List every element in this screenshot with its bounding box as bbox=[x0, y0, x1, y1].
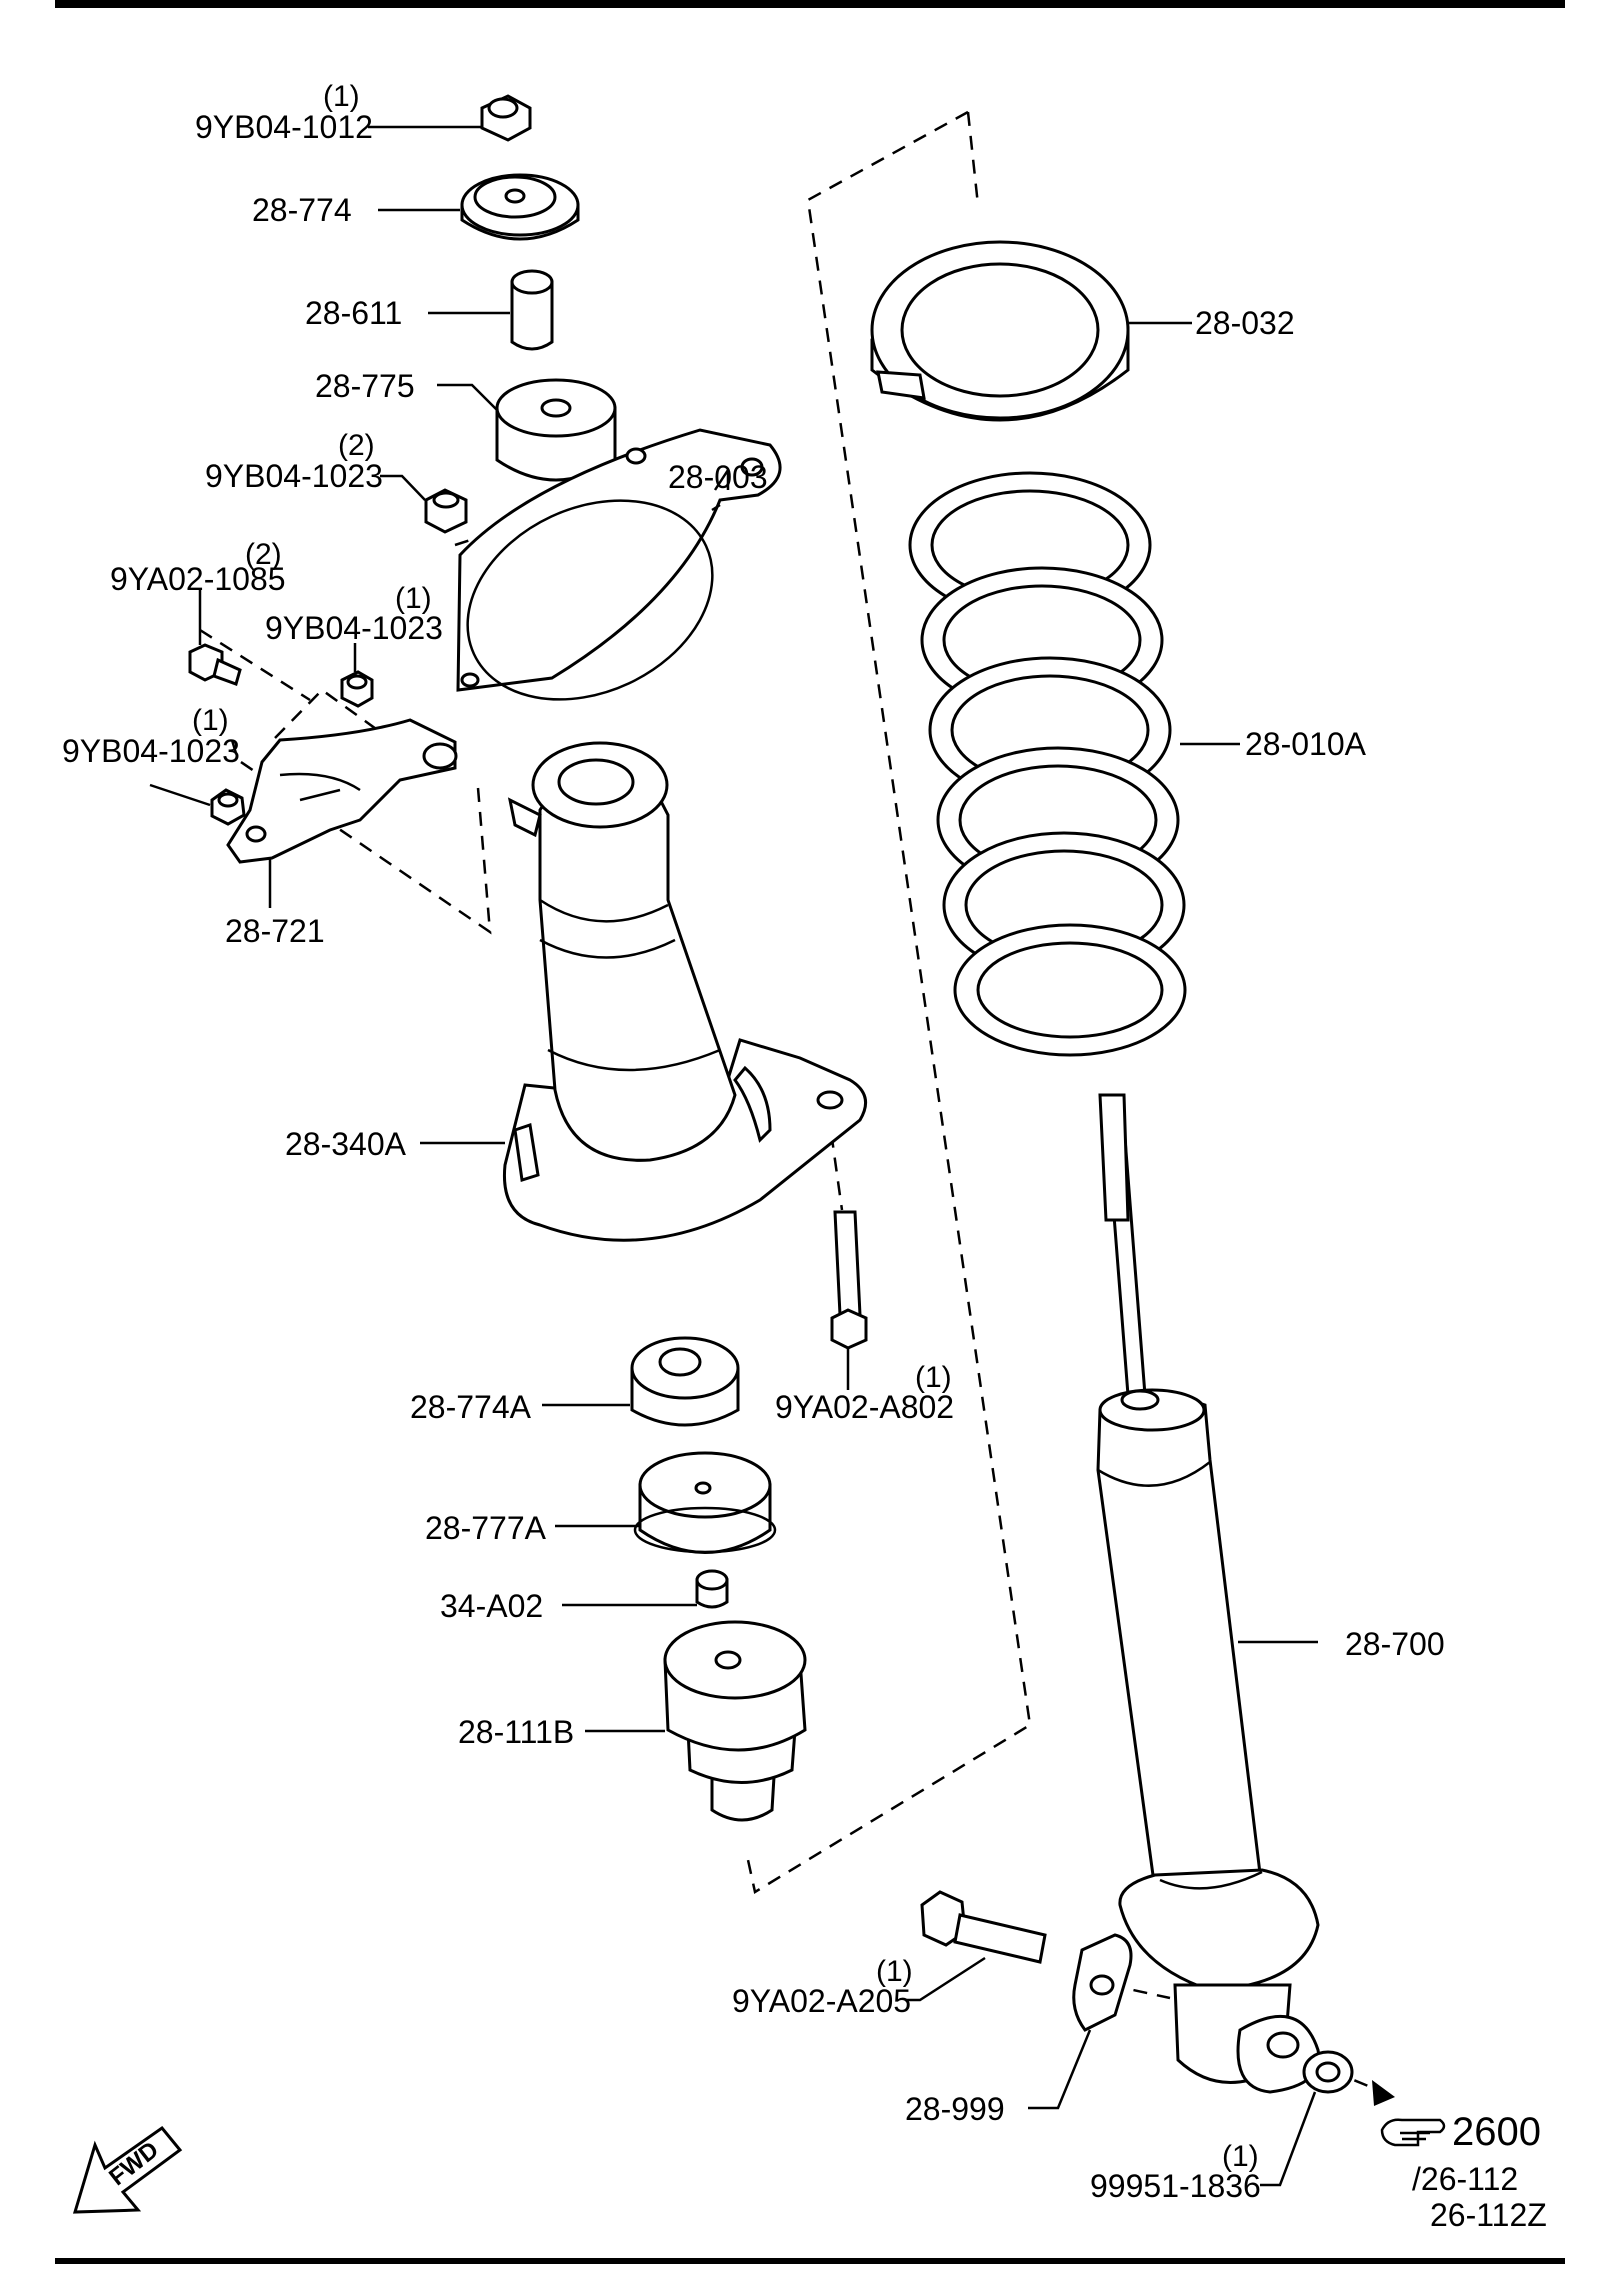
spacer-part bbox=[510, 269, 554, 351]
qty-nut-mount: (2) bbox=[338, 429, 375, 462]
label-small-bushing: 34-A02 bbox=[440, 1588, 543, 1624]
nut-bracket-a-part bbox=[340, 670, 374, 708]
label-nut-top: 9YB04-1012 bbox=[195, 109, 373, 145]
top-border bbox=[55, 0, 1565, 8]
label-nut-mount: 9YB04-1023 bbox=[205, 458, 383, 494]
qty-stud-bolt: (1) bbox=[915, 1361, 952, 1394]
label-lower-seat: 28-777A bbox=[425, 1510, 547, 1546]
nut-mount-part bbox=[424, 488, 468, 534]
label-bump-stopper: 28-111B bbox=[458, 1714, 574, 1750]
lower-cushion-part bbox=[630, 1336, 740, 1427]
label-spring-seat: 28-032 bbox=[1195, 305, 1295, 341]
strut-tower-part bbox=[502, 741, 868, 1242]
lower-washer-part bbox=[1302, 2050, 1354, 2094]
small-bushing-part bbox=[695, 1569, 729, 1609]
spring-seat-part bbox=[870, 240, 1130, 422]
bracket-bolt-part bbox=[188, 643, 242, 686]
upper-cushion-part bbox=[460, 173, 580, 241]
label-coil-spring: 28-010A bbox=[1245, 726, 1367, 762]
gasket-part bbox=[456, 428, 782, 701]
stud-bolt-part bbox=[830, 1210, 868, 1350]
label-nut-bracket-a: 9YB04-1023 bbox=[265, 610, 443, 646]
lower-seat-part bbox=[633, 1451, 777, 1554]
leader-mount-rubber bbox=[437, 383, 498, 411]
label-mount-rubber: 28-775 bbox=[315, 368, 415, 404]
label-gasket: 28-003 bbox=[668, 459, 768, 495]
washer-plate-part bbox=[1072, 1933, 1133, 2032]
shock-absorber-part bbox=[1096, 1093, 1321, 2094]
assembly-outline-right bbox=[746, 110, 1032, 1894]
coil-spring-part bbox=[908, 471, 1187, 1057]
label-bracket-bolt: 9YA02-1085 bbox=[110, 561, 286, 597]
leader-nut-mount bbox=[380, 474, 426, 501]
pointing-hand-icon bbox=[1380, 2118, 1446, 2147]
qty-nut-top: (1) bbox=[323, 80, 360, 113]
leader-lower-bolt bbox=[905, 1956, 986, 2002]
fwd-arrow-icon: FWD bbox=[72, 2125, 183, 2214]
lower-bolt-part bbox=[920, 1890, 1047, 1964]
bottom-border bbox=[55, 2258, 1565, 2264]
label-washer-plate: 28-999 bbox=[905, 2091, 1005, 2127]
label-nut-bracket-b: 9YB04-1023 bbox=[62, 733, 240, 769]
leader-washer-plate bbox=[1028, 2029, 1092, 2110]
leader-gasket bbox=[713, 469, 730, 491]
label-bracket: 28-721 bbox=[225, 913, 325, 949]
arrow-head-icon bbox=[1372, 2080, 1395, 2106]
stud-bolt-axis bbox=[826, 1109, 844, 1211]
leader-lower-washer bbox=[1260, 2091, 1317, 2187]
qty-lower-nut: (1) bbox=[1222, 2140, 1259, 2173]
bump-stopper-part bbox=[663, 1620, 807, 1822]
label-stud-bolt: 9YA02-A802 bbox=[775, 1389, 954, 1425]
qty-nut-bracket-b: (1) bbox=[192, 704, 229, 737]
nut-bracket-b-part bbox=[210, 788, 246, 826]
label-strut-tower: 28-340A bbox=[285, 1126, 407, 1162]
qty-nut-bracket-a: (1) bbox=[395, 582, 432, 615]
bracket-part bbox=[226, 718, 458, 864]
reference-sub-2[interactable]: 26-112Z bbox=[1430, 2197, 1547, 2233]
label-spacer: 28-611 bbox=[305, 295, 402, 331]
qty-lower-bolt: (1) bbox=[876, 1955, 913, 1988]
leader-nut-bracket-b bbox=[149, 783, 211, 807]
reference-sub-1[interactable]: /26-112 bbox=[1412, 2161, 1518, 2197]
label-shock-absorber: 28-700 bbox=[1345, 1626, 1445, 1662]
leader-gasket-tip bbox=[711, 503, 721, 512]
mount-rubber-part bbox=[495, 378, 617, 482]
label-lower-cushion: 28-774A bbox=[410, 1389, 532, 1425]
label-lower-nut: 99951-1836 bbox=[1090, 2168, 1261, 2204]
label-lower-bolt: 9YA02-A205 bbox=[732, 1983, 911, 2019]
nut-top-part bbox=[480, 94, 532, 142]
reference-group[interactable]: 2600 bbox=[1452, 2110, 1541, 2154]
qty-bracket-bolt: (2) bbox=[245, 538, 282, 571]
label-upper-cushion: 28-774 bbox=[252, 192, 352, 228]
